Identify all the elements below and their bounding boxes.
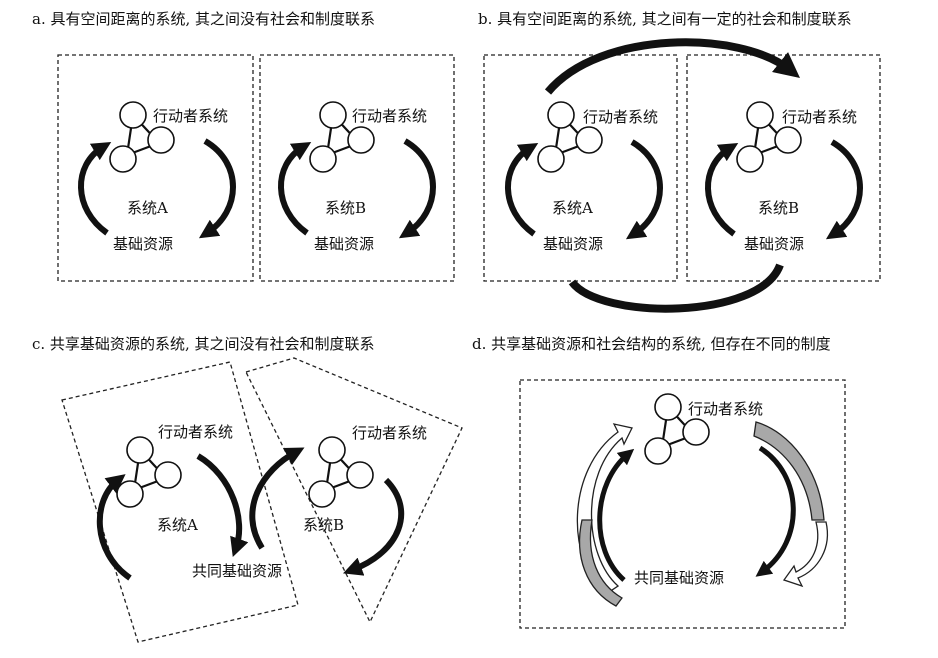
curved-arrow-icon [281, 141, 433, 233]
link-arrow-top [544, 38, 801, 95]
system-a-frame [483, 54, 678, 282]
grey-arrow-icon [578, 519, 623, 607]
grey-arrow-icon [753, 421, 825, 521]
system-label: 系统B [303, 516, 344, 534]
resource-label: 基础资源 [113, 235, 173, 253]
panel-b: 行动者系统 系统A 基础资源 行动者系统 系统B 基础资源 [483, 38, 881, 313]
system-a-frame [61, 361, 299, 643]
shared-resource-label: 共同基础资源 [634, 569, 724, 587]
system-label: 系统B [758, 199, 799, 217]
actor-label: 行动者系统 [688, 400, 763, 418]
actor-network-icon [307, 435, 375, 509]
actor-network-icon [115, 435, 183, 509]
panel-d-title: d. 共享基础资源和社会结构的系统, 但存在不同的制度 [472, 335, 831, 353]
curved-arrow-icon [708, 142, 860, 234]
shared-resource-label: 共同基础资源 [192, 562, 282, 580]
curved-arrow-icon [196, 453, 249, 558]
curved-arrow-icon [96, 474, 132, 581]
hollow-arrow-icon [782, 521, 828, 588]
actor-label: 行动者系统 [782, 108, 857, 126]
curved-arrow-icon [508, 142, 660, 234]
actor-label: 行动者系统 [158, 423, 233, 441]
system-a-frame [57, 54, 254, 282]
actor-label: 行动者系统 [352, 107, 427, 125]
system-label: 系统A [552, 199, 593, 217]
curved-arrow-icon [81, 141, 233, 233]
link-arc-bottom [568, 263, 784, 313]
actor-label: 行动者系统 [352, 424, 427, 442]
resource-label: 基础资源 [314, 235, 374, 253]
panel-d: 行动者系统 共同基础资源 [519, 379, 846, 629]
system-b-frame [686, 54, 881, 282]
curved-arrow-icon [249, 447, 305, 550]
system-label: 系统B [325, 199, 366, 217]
panel-c-title: c. 共享基础资源的系统, 其之间没有社会和制度联系 [32, 335, 375, 353]
panel-a-title: a. 具有空间距离的系统, 其之间没有社会和制度联系 [32, 10, 376, 28]
curved-arrow-icon [343, 477, 405, 576]
resource-label: 基础资源 [744, 235, 804, 253]
shared-frame [519, 379, 846, 629]
curved-arrow-icon [755, 445, 796, 577]
panel-b-title: b. 具有空间距离的系统, 其之间有一定的社会和制度联系 [478, 10, 852, 28]
panel-c: 行动者系统 系统A 行动者系统 系统B 共同基础资源 [61, 357, 463, 643]
actor-label: 行动者系统 [583, 108, 658, 126]
system-label: 系统A [127, 199, 168, 217]
curved-arrow-icon [597, 448, 635, 582]
system-label: 系统A [157, 516, 198, 534]
panel-a: 行动者系统 系统A 基础资源 行动者系统 系统B 基础资源 [57, 54, 455, 282]
system-b-frame [245, 357, 463, 624]
resource-label: 基础资源 [543, 235, 603, 253]
actor-label: 行动者系统 [153, 107, 228, 125]
